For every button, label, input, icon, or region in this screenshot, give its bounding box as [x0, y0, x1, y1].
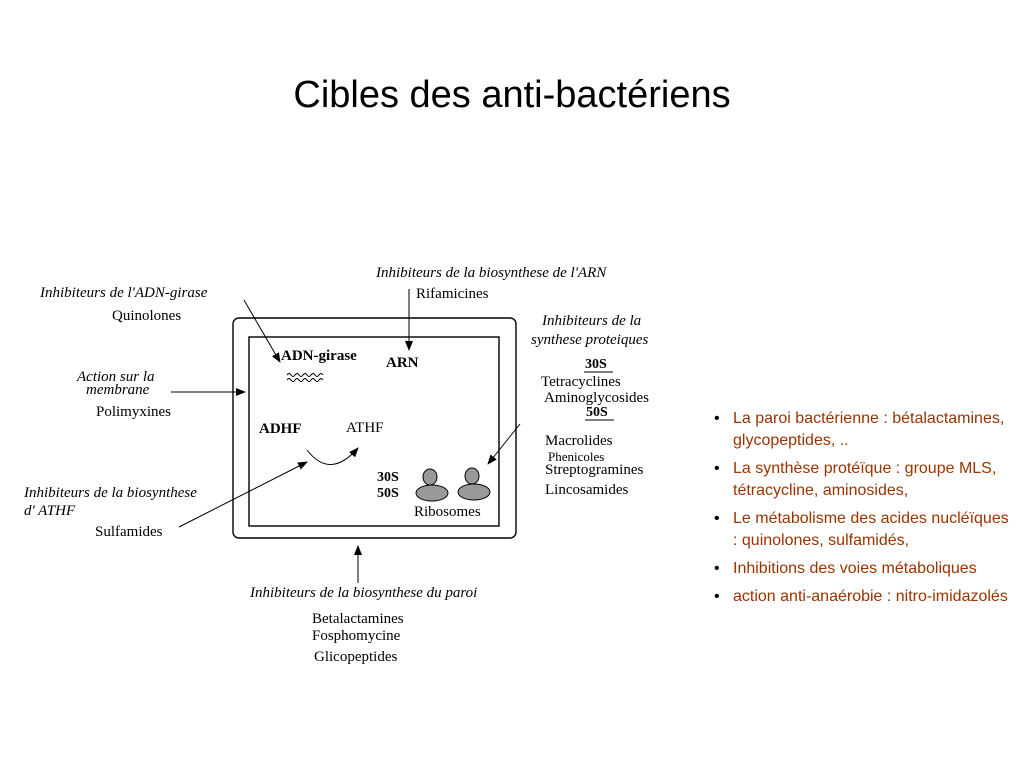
cell-membrane-inner	[248, 336, 500, 527]
arrow-adn-girase	[243, 299, 281, 363]
proteique-50s-drug-3: Streptogramines	[545, 462, 643, 478]
cell-adhf-label: ADHF	[259, 421, 302, 437]
cell-adn-girase-label: ADN-girase	[281, 348, 357, 364]
arn-heading: Inhibiteurs de la biosynthese de l'ARN	[375, 265, 607, 281]
proteique-50s-drug-4: Lincosamides	[545, 482, 628, 498]
ribosome-icon	[457, 467, 491, 501]
proteique-50s-drug-1: Macrolides	[545, 433, 613, 449]
cell-athf-label: ATHF	[346, 420, 384, 436]
arrow-athf	[178, 461, 308, 528]
bullet-dot-icon: •	[714, 460, 720, 477]
list-item: • Inhibitions des voies métaboliques	[714, 558, 1014, 580]
adhf-athf-conversion-arrow	[306, 447, 359, 465]
paroi-drug-1: Betalactamines	[312, 611, 404, 627]
list-item: • action anti-anaérobie : nitro-imidazol…	[714, 586, 1014, 608]
bullet-dot-icon: •	[714, 588, 720, 605]
arn-drug: Rifamicines	[416, 286, 489, 302]
arrow-proteique	[487, 423, 521, 465]
proteique-50s-drug-2: Phenicoles	[548, 449, 604, 464]
proteique-30s: 30S	[585, 357, 607, 372]
paroi-drug-2: Fosphomycine	[312, 628, 401, 644]
proteique-30s-drug-1: Tetracyclines	[541, 374, 621, 390]
list-item: •La paroi bactérienne : bétalactamines, …	[714, 410, 1005, 449]
cell-50s-label: 50S	[377, 486, 399, 501]
membrane-heading-2: membrane	[86, 382, 150, 398]
page-title: Cibles des anti-bactériens	[293, 74, 731, 116]
ribosome-icon	[415, 468, 449, 502]
dna-squiggle-icon	[286, 373, 324, 382]
cell-wall-outer	[232, 317, 517, 539]
bullet-dot-icon: •	[714, 510, 720, 527]
proteique-30s-drug-2: Aminoglycosides	[544, 390, 649, 406]
proteique-heading-1: Inhibiteurs de la	[541, 313, 641, 329]
cell-ribosomes-label: Ribosomes	[414, 504, 481, 520]
bullet-dot-icon: •	[714, 410, 720, 427]
list-item: • Le métabolisme des acides nucléïques :…	[714, 510, 1009, 549]
adn-girase-drug: Quinolones	[112, 308, 181, 324]
membrane-drug: Polimyxines	[96, 404, 171, 420]
membrane-heading-1: Action sur la	[76, 369, 155, 385]
athf-drug: Sulfamides	[95, 524, 163, 540]
proteique-50s: 50S	[586, 405, 608, 420]
adn-girase-heading: Inhibiteurs de l'ADN-girase	[39, 285, 208, 301]
list-item: • La synthèse protéïque : groupe MLS, té…	[714, 460, 997, 499]
target-bullet-list: •La paroi bactérienne : bétalactamines, …	[714, 408, 1014, 614]
cell-arn-label: ARN	[386, 355, 419, 371]
athf-heading-1: Inhibiteurs de la biosynthese	[23, 485, 197, 501]
athf-heading-2: d' ATHF	[24, 503, 76, 519]
proteique-heading-2: synthese proteiques	[531, 332, 648, 348]
cell-30s-label: 30S	[377, 470, 399, 485]
bullet-dot-icon: •	[714, 560, 720, 577]
paroi-heading: Inhibiteurs de la biosynthese du paroi	[249, 585, 477, 601]
paroi-drug-3: Glicopeptides	[314, 649, 397, 665]
